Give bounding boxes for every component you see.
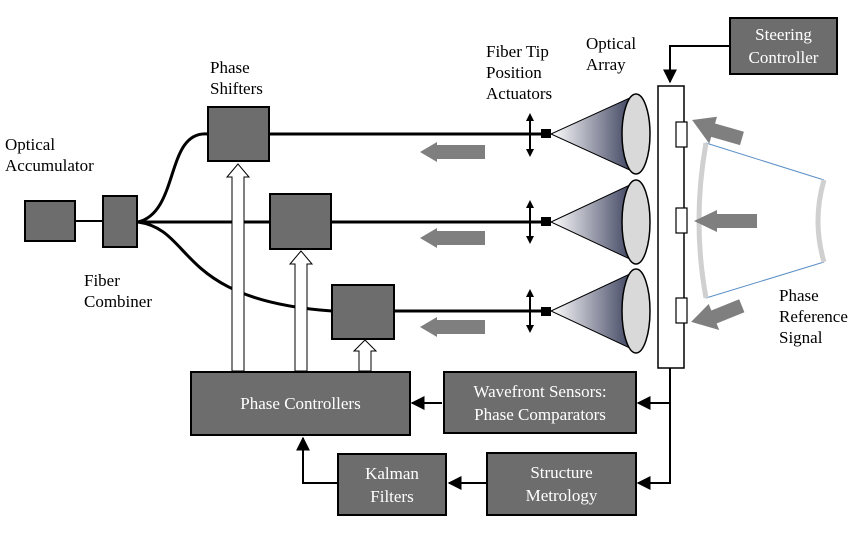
fiber-tip-3: [541, 307, 551, 316]
fiber-tip-actuators: [526, 113, 551, 333]
array-to-wavefront: [636, 368, 671, 410]
fiber-lines: [137, 132, 333, 313]
telescope-3: [549, 268, 651, 354]
optical-array-label: Optical Array: [586, 34, 637, 74]
phase-shifter-3: [331, 284, 395, 340]
telescope-1: [549, 93, 651, 175]
connectors: [296, 45, 729, 490]
wavefront-sensors-box: Wavefront Sensors: Phase Comparators: [443, 371, 637, 434]
control-arrows: [225, 163, 378, 372]
fiber-tip-actuators-label: Fiber Tip Position Actuators: [486, 42, 553, 103]
actuator-1: [526, 113, 551, 157]
sensor-port-2: [675, 207, 688, 234]
kalman-to-phase-controllers: [296, 436, 337, 484]
array-to-metrology: [636, 403, 671, 490]
phase-controllers-line-1: Phase Controllers: [240, 394, 361, 413]
sensor-port-3: [675, 297, 688, 324]
fiber-lower: [137, 220, 333, 313]
return-arrow-3: [420, 317, 485, 337]
control-arrow-3: [352, 339, 378, 372]
fiber-upper: [137, 132, 209, 224]
kalman-filters-box: Kalman Filters: [337, 453, 447, 516]
kalman-filters-line-1: Kalman: [365, 463, 419, 483]
optical-accumulator-box: [24, 200, 76, 242]
wavefront-sensors-line-2: Phase Comparators: [474, 404, 606, 424]
structure-metrology-line-1: Structure: [530, 463, 593, 482]
fiber-combiner-label: Fiber Combiner: [84, 271, 152, 311]
fiber-tip-1: [541, 129, 551, 138]
phase-shifter-1: [207, 106, 270, 162]
control-arrow-1: [225, 163, 251, 372]
sensor-port-1: [675, 121, 688, 148]
return-arrow-1: [420, 142, 485, 162]
phase-controllers-box: Phase Controllers: [190, 371, 411, 436]
phase-reference-signal-label: Phase Reference Signal: [779, 286, 848, 347]
fiber-tip-2: [541, 217, 551, 226]
channel-lines: [269, 132, 543, 313]
actuator-3: [526, 289, 551, 333]
incoming-arrow-3: [691, 299, 745, 330]
return-arrows: [420, 142, 485, 337]
phase-shifter-2: [269, 193, 332, 250]
steering-controller-box: Steering Controller: [729, 17, 838, 75]
phase-shifters-label: Phase Shifters: [210, 58, 263, 98]
structure-metrology-line-2: Metrology: [525, 486, 598, 505]
wavefront-sensors-line-1: Wavefront Sensors:: [473, 381, 607, 401]
fiber-combiner-box: [102, 195, 138, 248]
structure-metrology-box: Structure Metrology: [486, 452, 637, 516]
kalman-filters-line-2: Filters: [370, 486, 414, 506]
steering-controller-line-2: Controller: [748, 48, 819, 67]
optical-accumulator-label: Optical Accumulator: [5, 135, 94, 175]
optical-array-telescopes: [549, 93, 651, 354]
steering-controller-line-1: Steering: [755, 25, 812, 44]
actuator-2: [526, 200, 551, 244]
incoming-arrow-2: [694, 210, 757, 232]
return-arrow-2: [420, 228, 485, 248]
incoming-arrow-1: [692, 116, 744, 146]
control-arrow-2: [288, 250, 314, 372]
telescope-2: [549, 179, 651, 265]
steering-to-array: [663, 45, 729, 84]
incoming-signal-arrows: [691, 116, 757, 330]
